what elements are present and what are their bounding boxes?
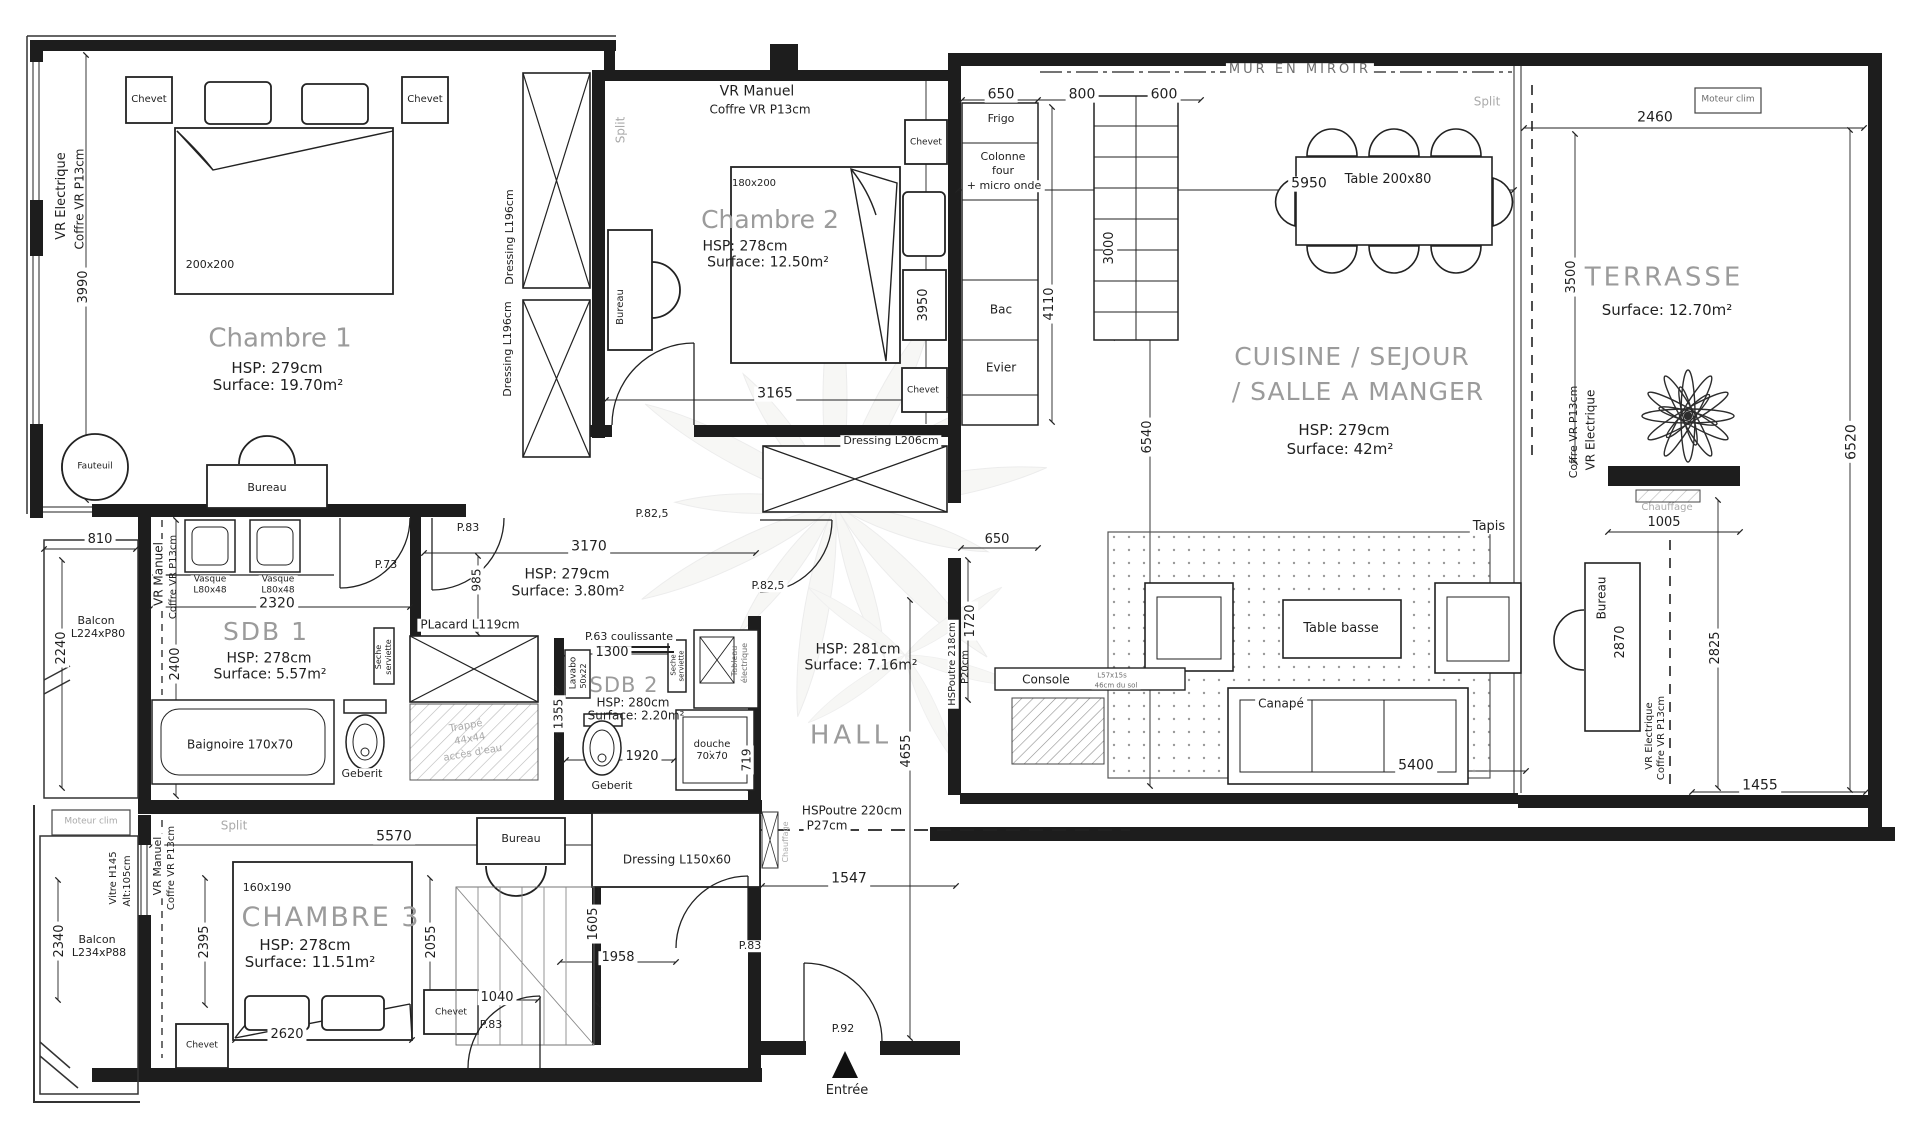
hatched-areas [409, 489, 1701, 869]
door-ch3-corridor [467, 995, 541, 1069]
towel-dryer [373, 627, 395, 685]
nightstand [175, 1023, 229, 1069]
door-ch2 [611, 342, 695, 426]
entrance-arrow-icon [832, 1051, 858, 1078]
nightstand [901, 367, 948, 413]
ac-unit [1694, 87, 1762, 114]
dressing-closet [591, 812, 761, 888]
door-entrance [803, 962, 883, 1042]
nightstand [125, 76, 173, 124]
armchair-left [1144, 582, 1234, 672]
desk [206, 464, 328, 509]
desk [476, 817, 566, 865]
door-ch3 [675, 875, 749, 949]
chambre2-furniture [607, 119, 948, 413]
pillow [902, 191, 946, 257]
dining-set [1274, 128, 1514, 274]
sdb1-fixtures [151, 519, 395, 785]
chambre3-furniture [175, 812, 761, 1069]
console-table [994, 667, 1186, 691]
pillow [301, 83, 369, 125]
door-sdb1 [339, 517, 411, 589]
washbasin [564, 649, 591, 699]
coffee-table [1282, 599, 1402, 659]
sliding-door [596, 646, 674, 653]
desk-sejour [1553, 562, 1641, 732]
chambre1-furniture [61, 76, 449, 509]
kitchen-cabinets [961, 95, 1179, 426]
nightstand [401, 76, 449, 124]
closets [409, 72, 948, 703]
towel-dryer [667, 639, 687, 693]
living-room-furniture [994, 531, 1641, 785]
pillow [321, 995, 385, 1031]
outer-boundary-line [26, 35, 616, 514]
bed [730, 166, 901, 364]
pillow [244, 995, 310, 1031]
bed [174, 127, 394, 295]
ac-unit [51, 809, 131, 836]
armchair-right [1434, 582, 1522, 674]
nightstand [423, 989, 479, 1035]
pillow [204, 81, 272, 125]
sofa [1227, 687, 1469, 785]
nightstand [904, 119, 948, 165]
desk [607, 229, 653, 351]
walls [30, 40, 1895, 1082]
wardrobe-stripes [455, 886, 595, 1046]
toilet-tank [343, 699, 387, 714]
door-ch1 [431, 517, 505, 591]
armchair-round [61, 433, 129, 501]
plant-icon [1641, 369, 1735, 463]
